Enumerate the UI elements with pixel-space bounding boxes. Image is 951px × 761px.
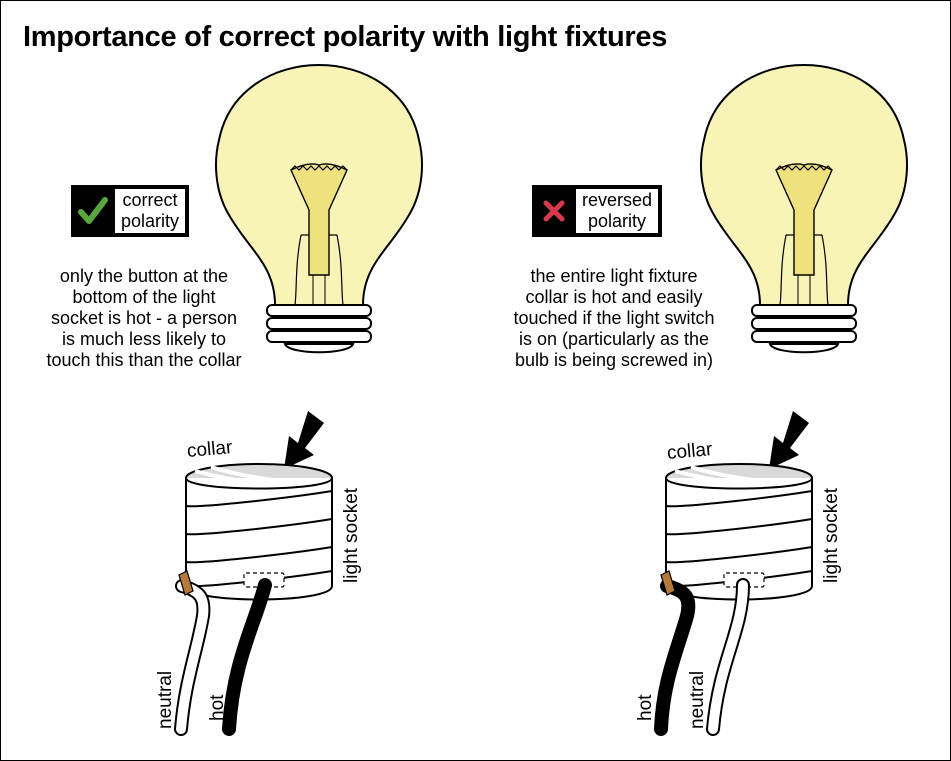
- neutral-label-reversed: neutral: [687, 670, 708, 729]
- hot-label-correct: hot: [207, 694, 228, 721]
- arrow-reversed: [769, 411, 809, 469]
- neutral-label-correct: neutral: [155, 670, 176, 729]
- collar-label-correct: collar: [186, 437, 234, 462]
- reversed-polarity-badge: reversed polarity: [532, 185, 663, 237]
- hot-wire-correct: [222, 578, 272, 736]
- light-socket-label-correct: light socket: [341, 487, 362, 583]
- correct-polarity-label: correct polarity: [115, 189, 186, 233]
- hot-wire-reversed: [654, 579, 696, 736]
- page-title: Importance of correct polarity with ligh…: [23, 21, 668, 53]
- arrow-correct: [284, 411, 324, 469]
- hot-label-reversed: hot: [635, 694, 656, 721]
- correct-polarity-badge: correct polarity: [71, 185, 190, 237]
- correct-polarity-description: only the button at the bottom of the lig…: [46, 266, 242, 370]
- light-socket-label-reversed: light socket: [821, 487, 842, 583]
- cross-mark-icon: [532, 199, 576, 223]
- socket-correct: [184, 462, 334, 602]
- reversed-polarity-label: reversed polarity: [576, 189, 659, 233]
- socket-reversed: [664, 462, 814, 602]
- collar-label-reversed: collar: [666, 439, 714, 464]
- check-mark-icon: [71, 197, 115, 225]
- reversed-polarity-description: the entire light fixture collar is hot a…: [513, 266, 715, 370]
